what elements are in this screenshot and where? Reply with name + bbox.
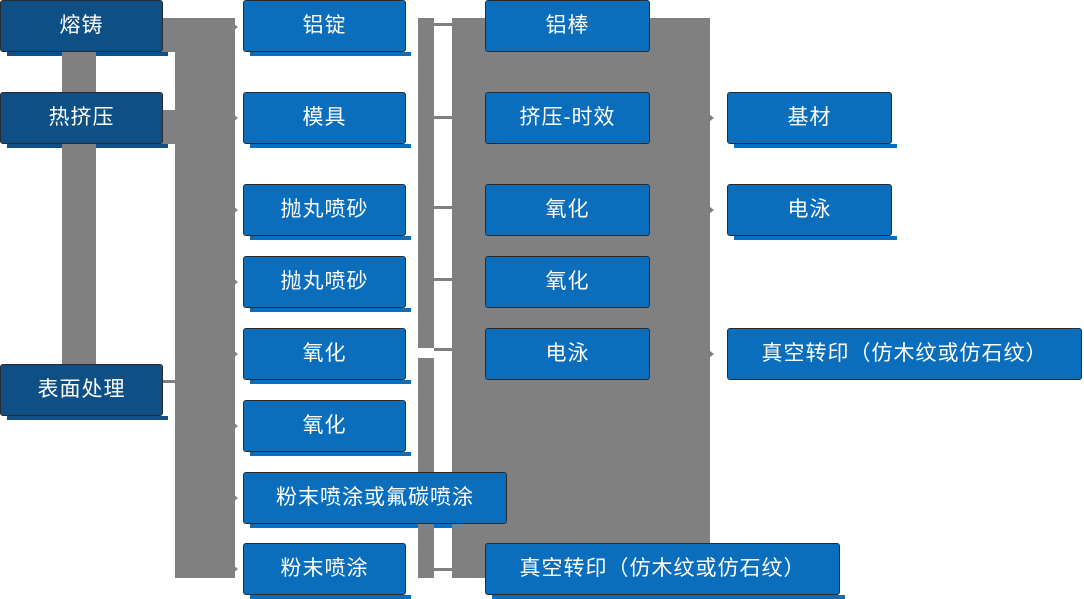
- connector-trunk-1b: [62, 140, 96, 370]
- right-arrow-icon-paowan1: [229, 203, 238, 217]
- node-label: 粉末喷涂或氟碳喷涂: [276, 485, 474, 509]
- connector-collector-bar-lower: [418, 358, 434, 578]
- node-label: 氧化: [302, 413, 347, 437]
- right-arrow-icon-fenmofu: [229, 491, 238, 505]
- right-arrow-icon-ludin: [229, 20, 238, 34]
- node-ludin[interactable]: 铝锭: [243, 0, 411, 56]
- node-yanghua-1[interactable]: 氧化: [243, 328, 411, 384]
- node-label: 抛丸喷砂: [280, 269, 369, 293]
- node-paowan-pensha-2[interactable]: 抛丸喷砂: [243, 256, 411, 312]
- node-dianyong-2[interactable]: 电泳: [727, 184, 897, 240]
- right-arrow-icon-yanghua1: [229, 347, 238, 361]
- node-label: 抛丸喷砂: [280, 197, 369, 221]
- node-dianyong-1[interactable]: 电泳: [485, 328, 655, 384]
- node-paowan-pensha-1[interactable]: 抛丸喷砂: [243, 184, 411, 240]
- right-arrow-icon-jicai: [705, 111, 714, 125]
- right-arrow-icon-yanghua2: [229, 419, 238, 433]
- node-label: 电泳: [787, 197, 832, 221]
- node-muju[interactable]: 模具: [243, 92, 411, 148]
- node-fenmo-pentu[interactable]: 粉末喷涂: [243, 543, 411, 599]
- node-label: 铝棒: [545, 13, 590, 37]
- connector-band-1: [175, 18, 235, 578]
- connector-rung-1: [434, 23, 456, 26]
- node-label: 模具: [302, 105, 347, 129]
- node-jicai[interactable]: 基材: [727, 92, 897, 148]
- down-arrow-icon-to-biaomian: [62, 332, 76, 341]
- node-biaomian-chuli[interactable]: 表面处理: [0, 364, 168, 420]
- node-yanghua-4[interactable]: 氧化: [485, 256, 655, 312]
- node-yanghua-3[interactable]: 氧化: [485, 184, 655, 240]
- node-label: 氧化: [302, 341, 347, 365]
- node-label: 粉末喷涂: [280, 556, 369, 580]
- node-label: 真空转印（仿木纹或仿石纹）: [519, 556, 806, 580]
- right-arrow-icon-zhuanyin2: [705, 347, 714, 361]
- right-arrow-icon-fenmo: [229, 562, 238, 576]
- right-arrow-icon-muju: [229, 111, 238, 125]
- right-arrow-icon-dianyong2: [705, 203, 714, 217]
- connector-rung-2: [434, 116, 456, 119]
- node-jiya-shixiao[interactable]: 挤压-时效: [485, 92, 655, 148]
- connector-rung-5: [434, 348, 456, 351]
- down-arrow-icon-to-rejiya: [62, 70, 76, 79]
- node-label: 电泳: [545, 341, 590, 365]
- connector-rung-7: [434, 568, 456, 571]
- node-yanghua-2[interactable]: 氧化: [243, 400, 411, 456]
- node-lubang[interactable]: 铝棒: [485, 0, 655, 56]
- node-rongzhu[interactable]: 熔铸: [0, 0, 168, 56]
- connector-rung-3: [434, 206, 456, 209]
- node-label: 熔铸: [59, 13, 104, 37]
- connector-feed-biaomian: [163, 380, 186, 383]
- node-fenmo-pentu-huotan[interactable]: 粉末喷涂或氟碳喷涂: [243, 472, 512, 528]
- node-zhenkong-zhuanyin-2[interactable]: 真空转印（仿木纹或仿石纹）: [727, 328, 1082, 380]
- node-label: 基材: [787, 105, 832, 129]
- connector-collector-bar: [418, 18, 434, 348]
- node-rejiya[interactable]: 热挤压: [0, 92, 168, 148]
- node-label: 真空转印（仿木纹或仿石纹）: [761, 341, 1048, 365]
- node-label: 挤压-时效: [519, 105, 616, 129]
- node-label: 氧化: [545, 197, 590, 221]
- node-label: 氧化: [545, 269, 590, 293]
- node-label: 表面处理: [37, 377, 126, 401]
- connector-rung-4: [434, 278, 456, 281]
- node-label: 铝锭: [302, 13, 347, 37]
- node-zhenkong-zhuanyin-1[interactable]: 真空转印（仿木纹或仿石纹）: [485, 543, 845, 599]
- node-label: 热挤压: [48, 105, 115, 129]
- right-arrow-icon-paowan2: [229, 275, 238, 289]
